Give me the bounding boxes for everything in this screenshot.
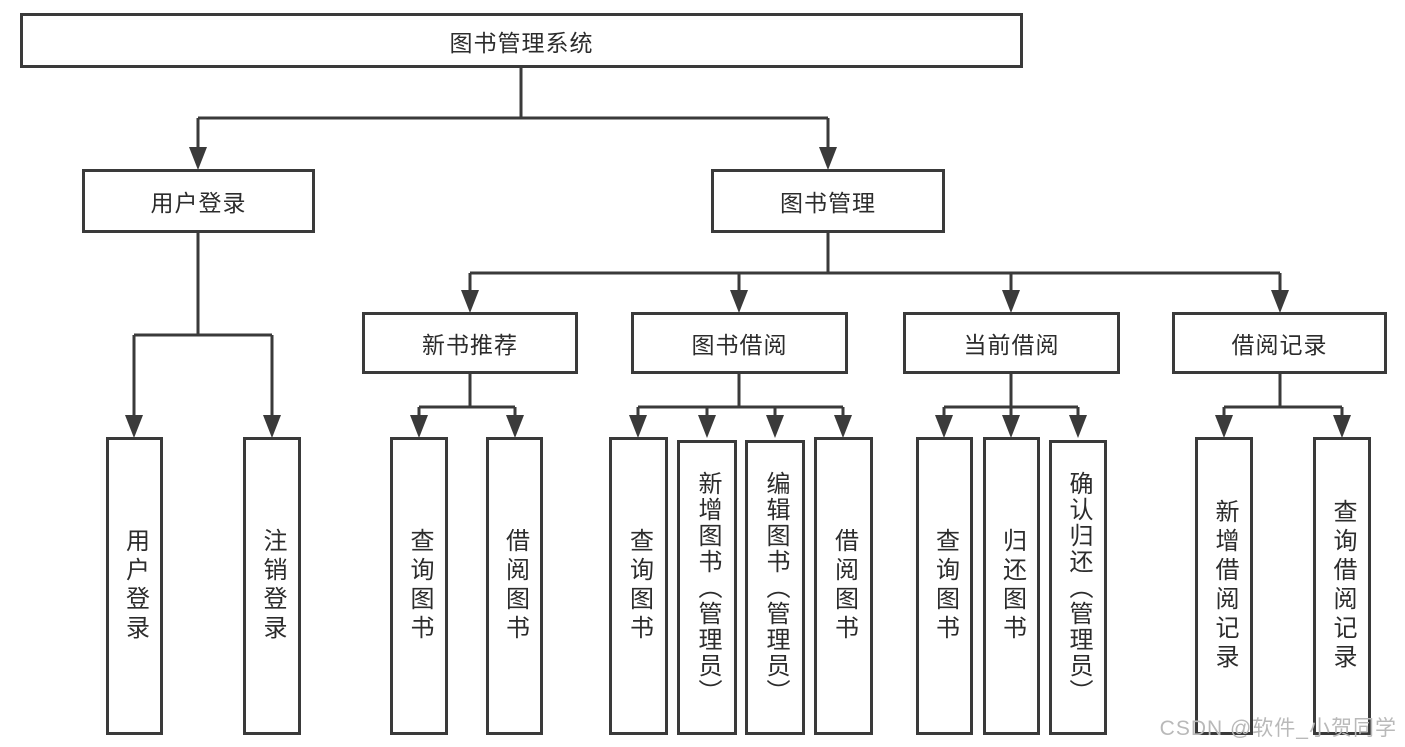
arrowhead-leaf-bb-edit xyxy=(766,415,784,438)
node-leaf-rec-borrow-label: 借阅图书 xyxy=(501,528,529,644)
connector-borrow-records-branch xyxy=(1222,374,1344,417)
node-leaf-bb-add: 新增图书（管理员） xyxy=(677,440,737,735)
node-book-borrow-label: 图书借阅 xyxy=(691,332,788,358)
node-leaf-br-query-label: 查询借阅记录 xyxy=(1329,499,1356,673)
connector-new-book-rec-branch xyxy=(417,374,517,417)
node-current-borrow-label: 当前借阅 xyxy=(963,332,1060,358)
node-book-borrow: 图书借阅 xyxy=(631,312,848,374)
node-book-mgmt: 图书管理 xyxy=(711,169,945,233)
node-new-book-rec: 新书推荐 xyxy=(362,312,578,374)
arrowhead-leaf-cb-return xyxy=(1002,415,1020,438)
node-book-mgmt-label: 图书管理 xyxy=(780,190,876,216)
connector-current-borrow-branch xyxy=(942,374,1080,417)
arrowhead-current-borrow xyxy=(1002,290,1020,313)
node-leaf-br-add-label: 新增借阅记录 xyxy=(1211,499,1238,673)
arrowhead-leaf-br-add xyxy=(1215,415,1233,438)
node-borrow-records: 借阅记录 xyxy=(1172,312,1387,374)
node-leaf-logout: 注销登录 xyxy=(243,437,301,735)
node-leaf-cb-confirm: 确认归还（管理员） xyxy=(1049,440,1107,735)
node-leaf-rec-query: 查询图书 xyxy=(390,437,448,735)
node-leaf-cb-confirm-label: 确认归还（管理员） xyxy=(1065,470,1092,705)
node-leaf-br-query: 查询借阅记录 xyxy=(1313,437,1371,735)
node-user-login-branch: 用户登录 xyxy=(82,169,315,233)
arrowhead-leaf-bb-add xyxy=(698,415,716,438)
node-user-login-branch-label: 用户登录 xyxy=(150,190,247,216)
node-leaf-bb-query: 查询图书 xyxy=(609,437,668,735)
node-leaf-rec-query-label: 查询图书 xyxy=(406,528,433,644)
node-new-book-rec-label: 新书推荐 xyxy=(422,332,518,358)
node-leaf-user-login: 用户登录 xyxy=(106,437,163,735)
arrowhead-leaf-rec-borrow xyxy=(506,415,524,438)
arrowhead-leaf-logout xyxy=(263,415,281,438)
node-leaf-bb-add-label: 新增图书（管理员） xyxy=(694,470,721,705)
arrowhead-leaf-br-query xyxy=(1333,415,1351,438)
node-leaf-logout-label: 注销登录 xyxy=(259,528,286,644)
arrowhead-leaf-bb-borrow xyxy=(834,415,852,438)
arrowhead-new-book-rec xyxy=(461,290,479,313)
connector-root-branch xyxy=(196,68,830,149)
node-leaf-cb-return-label: 归还图书 xyxy=(998,528,1026,644)
node-leaf-cb-query: 查询图书 xyxy=(916,437,973,735)
arrowhead-book-borrow xyxy=(730,290,748,313)
arrowhead-leaf-cb-query xyxy=(935,415,953,438)
node-leaf-cb-return: 归还图书 xyxy=(983,437,1040,735)
node-leaf-bb-edit: 编辑图书（管理员） xyxy=(745,440,805,735)
arrowhead-leaf-rec-query xyxy=(410,415,428,438)
node-leaf-cb-query-label: 查询图书 xyxy=(931,528,959,644)
arrowhead-leaf-bb-query xyxy=(629,415,647,438)
node-leaf-bb-edit-label: 编辑图书（管理员） xyxy=(762,470,789,705)
csdn-watermark: CSDN @软件_小贺同学 xyxy=(1159,717,1397,740)
node-borrow-records-label: 借阅记录 xyxy=(1231,332,1328,358)
connector-user-login-branch xyxy=(132,233,274,417)
arrowhead-user-login-branch xyxy=(189,147,207,170)
node-leaf-rec-borrow: 借阅图书 xyxy=(486,437,543,735)
connector-book-mgmt-branch xyxy=(468,233,1282,292)
arrowhead-leaf-user-login xyxy=(125,415,143,438)
node-root-label: 图书管理系统 xyxy=(449,29,594,56)
node-current-borrow: 当前借阅 xyxy=(903,312,1120,374)
node-leaf-bb-borrow-label: 借阅图书 xyxy=(830,528,858,644)
node-root: 图书管理系统 xyxy=(20,13,1023,68)
arrowhead-book-mgmt xyxy=(819,147,837,170)
node-leaf-user-login-label: 用户登录 xyxy=(121,528,149,644)
arrowhead-borrow-records xyxy=(1271,290,1289,313)
node-leaf-bb-borrow: 借阅图书 xyxy=(814,437,873,735)
arrowhead-leaf-cb-confirm xyxy=(1069,415,1087,438)
node-leaf-br-add: 新增借阅记录 xyxy=(1195,437,1253,735)
connector-book-borrow-branch xyxy=(636,374,845,417)
node-leaf-bb-query-label: 查询图书 xyxy=(625,528,653,644)
